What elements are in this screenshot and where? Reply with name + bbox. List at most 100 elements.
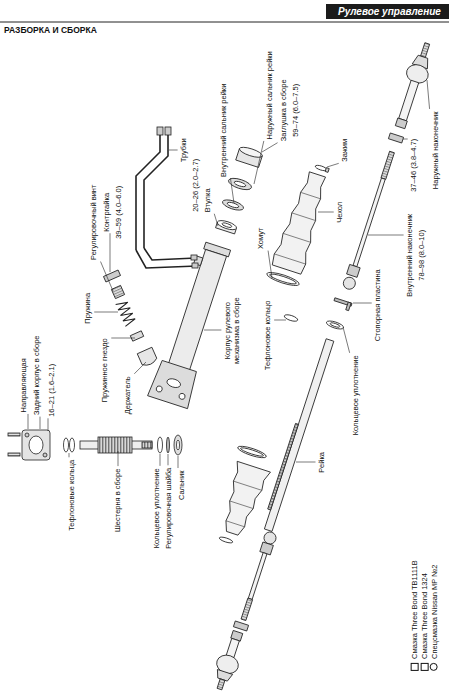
part-name: Втулка <box>204 188 213 212</box>
part-name: Заглушка в сборе <box>280 79 289 141</box>
legend-symbol <box>430 662 438 670</box>
part-name: Кольцевое уплотнение <box>352 355 361 435</box>
rubber-boot <box>283 233 311 242</box>
leader-line <box>230 178 234 203</box>
gear-housing <box>178 393 186 401</box>
legend-entry: Спецсмазка Nissan MP №2 <box>429 560 439 671</box>
lock-nut <box>103 270 120 282</box>
torque-value: 78–98 (8.0–10) <box>418 229 427 280</box>
inner-tie-rod <box>241 598 253 620</box>
inner-tie-rod <box>238 530 278 621</box>
leader-line <box>296 462 316 463</box>
leader-line <box>28 414 29 429</box>
bushing <box>216 219 238 234</box>
lock-nut <box>233 621 248 631</box>
leader-line <box>204 330 221 331</box>
adjusting-shim <box>167 437 170 453</box>
torque-value: 39–59 (4.0–6.0) <box>115 185 124 238</box>
rear-housing <box>22 430 50 460</box>
part-name: Пружинное гнездо <box>101 338 110 402</box>
boot-clip <box>315 164 330 172</box>
boot-clamp <box>237 444 268 460</box>
plug <box>238 145 263 159</box>
rack <box>262 338 334 532</box>
lock-nut <box>233 621 248 631</box>
spring <box>116 300 137 327</box>
legend: Смазка Three Bond TB1111BСмазка Three Bo… <box>409 560 438 671</box>
leader-line <box>262 143 278 152</box>
gear-housing <box>155 385 163 393</box>
part-name: Шестерня в сборе <box>114 468 123 531</box>
spring <box>116 300 137 327</box>
oil-seal <box>174 435 182 455</box>
part-name: Сальник <box>178 470 187 500</box>
part-name: Наружный сальник рейки <box>266 51 275 139</box>
outer-tie-rod-end <box>390 40 438 130</box>
leader-line <box>118 451 119 466</box>
inner-tie-rod <box>347 264 361 277</box>
part-name: Внутренний наконечник <box>406 213 415 296</box>
leader-line <box>318 212 334 213</box>
boot-clamp <box>269 272 297 285</box>
torque-value: 16–21 (1.6–2.1) <box>48 363 57 416</box>
retainer <box>137 347 158 367</box>
legend-text: Смазка Three Bond 1324 <box>419 573 429 659</box>
o-ring <box>326 319 345 330</box>
hydraulic-pipes <box>136 134 197 268</box>
outer-tie-rod-end <box>399 80 419 121</box>
legend-symbol <box>420 662 428 670</box>
leader-line <box>134 362 146 374</box>
leader-line <box>160 454 161 466</box>
inner-tie-rod <box>381 151 394 179</box>
part-name: Стопорная пластина <box>374 269 383 341</box>
flare-nut <box>165 127 171 135</box>
part-name: Хомут <box>257 227 266 249</box>
rubber-boot <box>216 461 271 538</box>
inner-tie-rod <box>342 276 357 291</box>
leader-line <box>40 417 41 429</box>
rear-housing <box>8 433 20 436</box>
inner-tie-rod <box>260 542 274 555</box>
oil-seal <box>177 440 180 450</box>
outer-tie-rod-end <box>395 118 407 129</box>
legend-text: Спецсмазка Nissan MP №2 <box>429 564 439 658</box>
lock-plate <box>346 302 351 311</box>
inner-tie-rod <box>342 150 398 291</box>
leader-line <box>427 80 430 109</box>
lock-nut <box>388 133 403 143</box>
pinion-gear <box>142 442 152 448</box>
lock-nut <box>388 133 403 143</box>
outer-rack-seal <box>234 180 247 188</box>
torque-value: 59–74 (6.0–7.5) <box>292 83 301 136</box>
inner-tie-rod <box>353 178 385 267</box>
teflon-rings <box>64 438 75 452</box>
leader-line <box>353 303 372 304</box>
o-ring <box>158 437 163 453</box>
part-name: Пружина <box>84 292 93 323</box>
leader-line <box>69 453 70 457</box>
leader-line <box>214 214 218 226</box>
flare-nut <box>192 263 198 268</box>
rubber-boot <box>292 213 316 221</box>
steering-gear-illustration <box>0 22 449 692</box>
leader-line <box>101 262 113 291</box>
spring-seat <box>130 331 143 341</box>
outer-tie-rod-end <box>209 629 248 693</box>
o-ring <box>158 437 163 453</box>
rubber-boot <box>233 481 261 490</box>
rack <box>264 339 333 532</box>
hydraulic-pipes <box>144 134 168 248</box>
legend-entry: Смазка Three Bond 1324 <box>419 560 429 671</box>
legend-entry: Смазка Three Bond TB1111B <box>409 560 419 671</box>
gear-housing <box>166 377 182 389</box>
part-name: Корпус рулевого механизма в сборе <box>223 288 240 373</box>
page-title: РАЗБОРКА И СБОРКА <box>4 25 97 35</box>
part-name: Трубки <box>180 138 189 162</box>
rear-housing <box>8 453 20 456</box>
inner-rack-seal <box>227 201 240 209</box>
torque-value: 20–26 (2.0–2.7) <box>192 158 201 211</box>
pinion-gear <box>98 437 132 453</box>
leader-line <box>274 320 286 321</box>
header-rule <box>0 22 449 23</box>
